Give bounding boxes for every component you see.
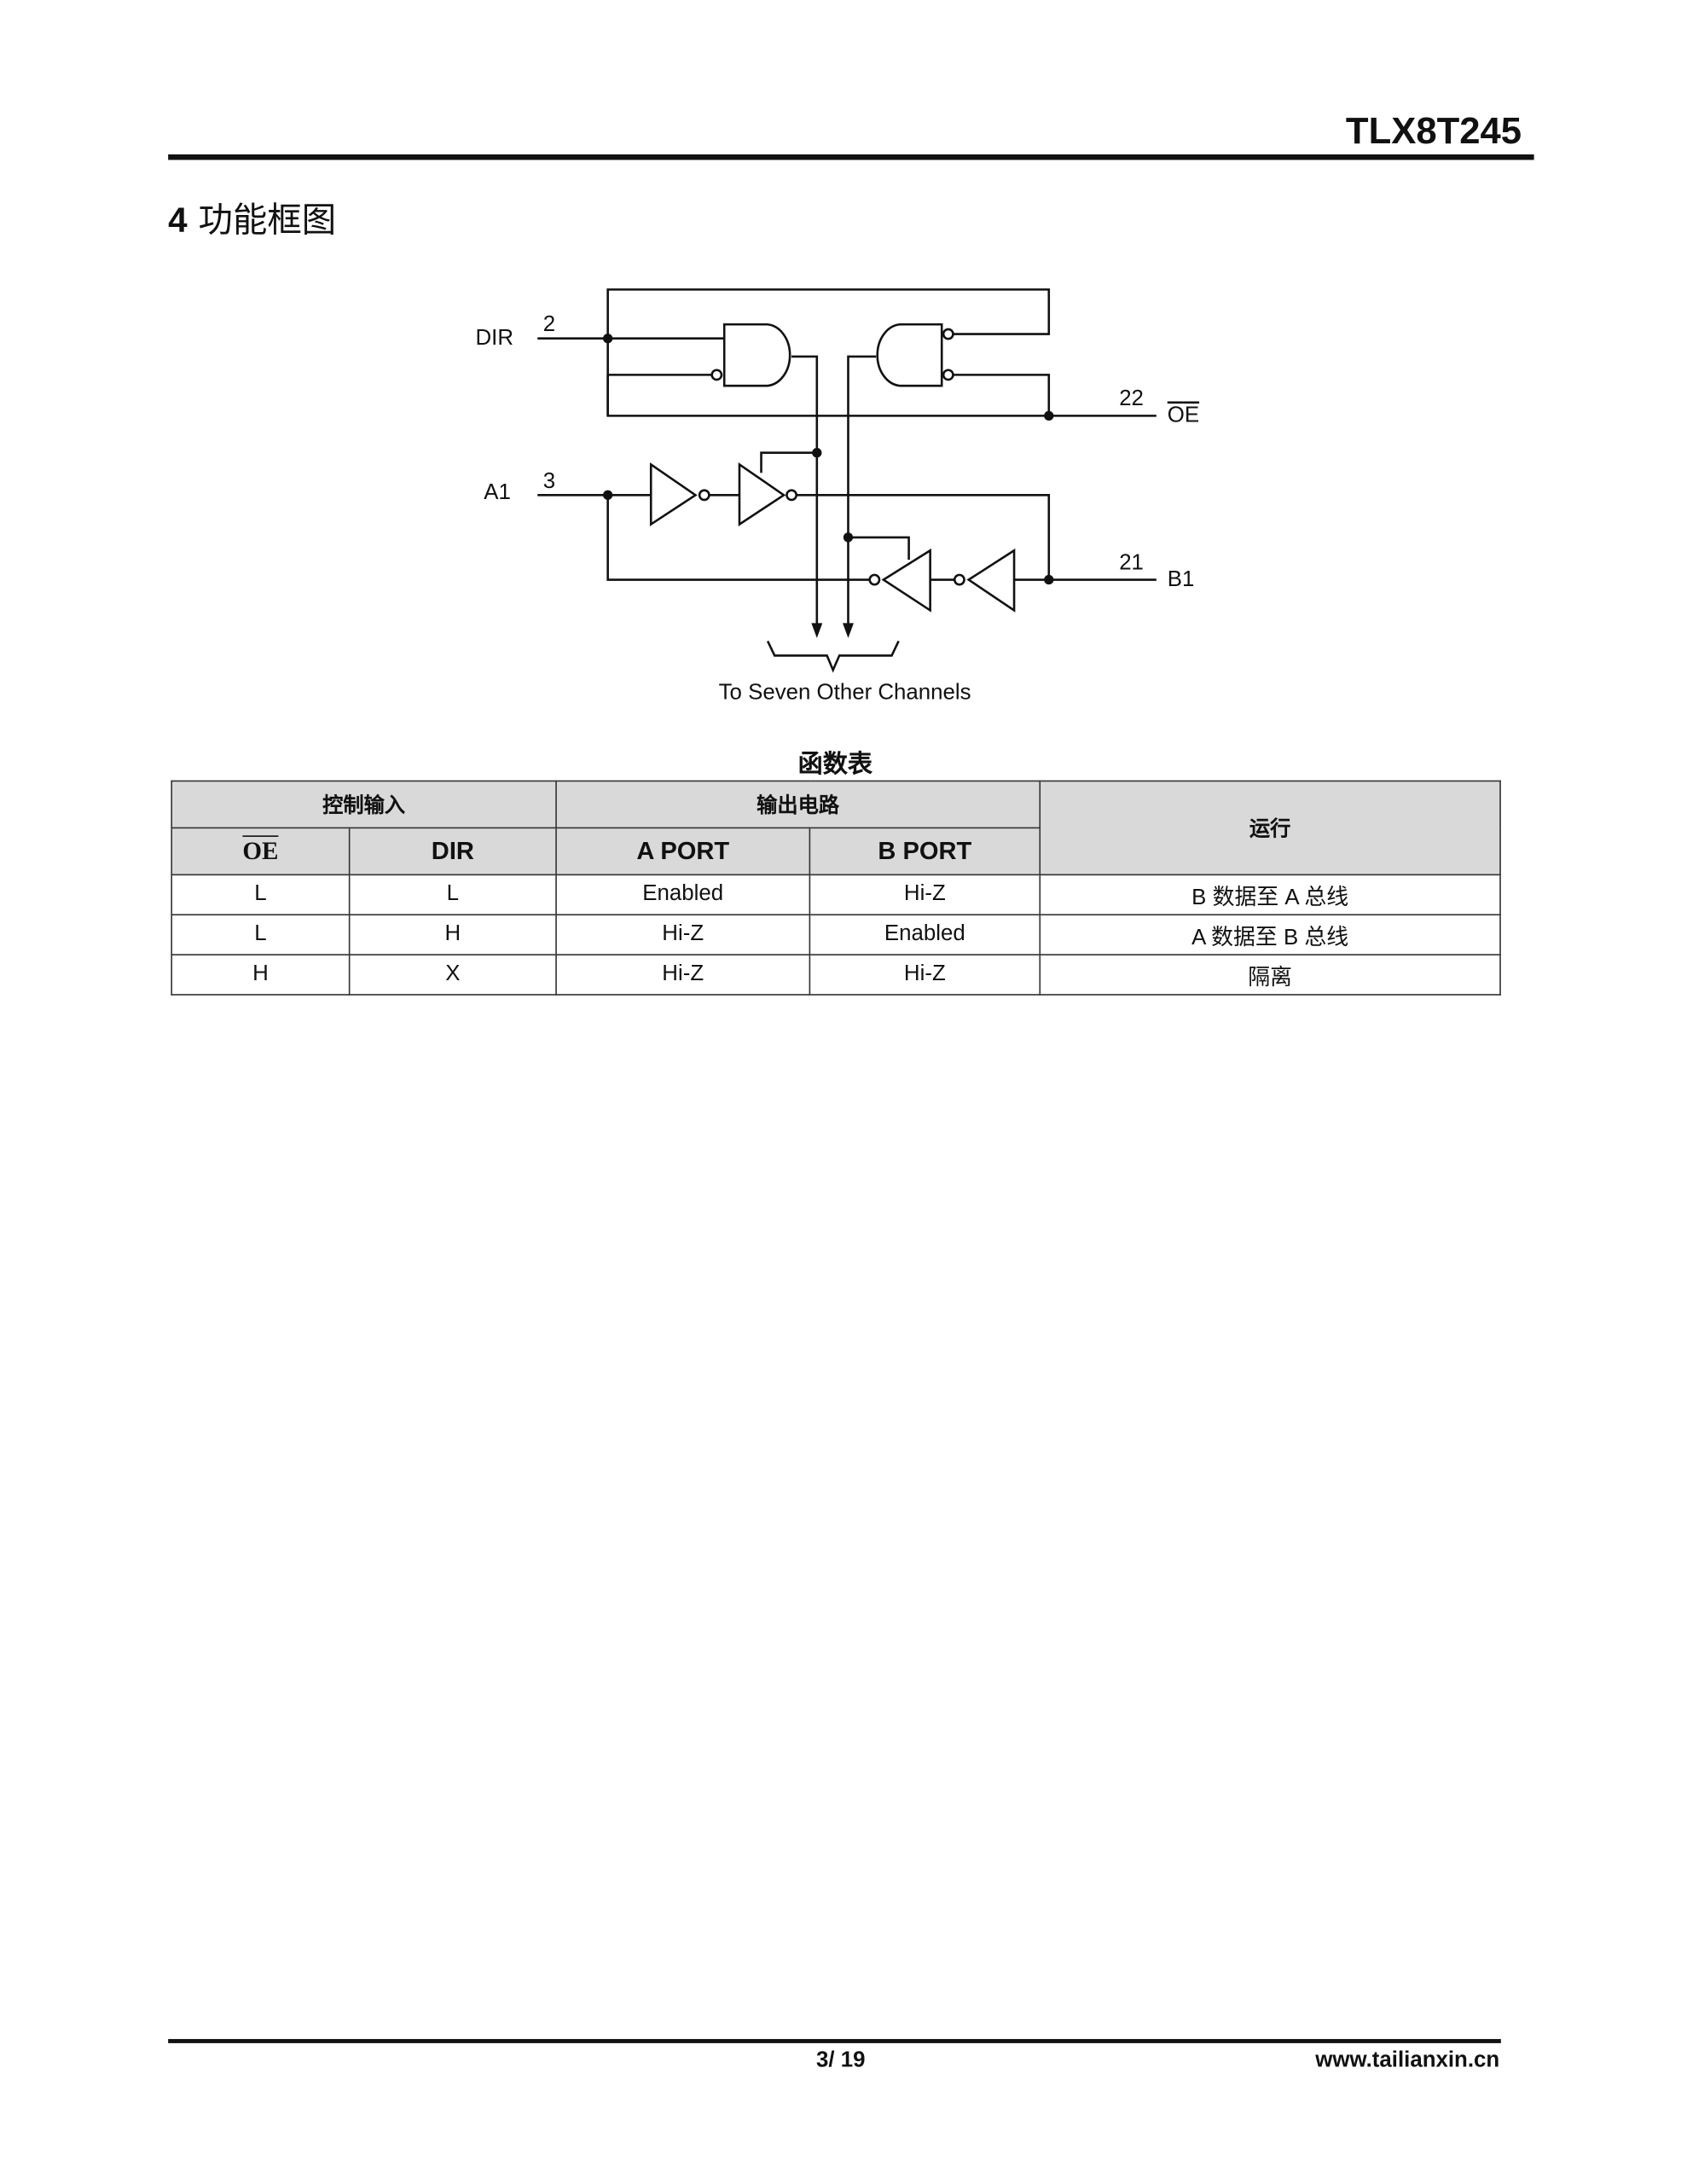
pin-number-b1: 21: [1119, 550, 1144, 574]
website-link[interactable]: www.tailianxin.cn: [1315, 2048, 1500, 2072]
cell-a-port: Enabled: [555, 874, 811, 916]
channels-note: To Seven Other Channels: [719, 680, 971, 704]
cell-dir: X: [348, 954, 557, 996]
table-group-header-row: 控制输入 输出电路 运行: [171, 780, 1501, 876]
table-row: H X Hi-Z Hi-Z 隔离: [171, 954, 1501, 996]
page-number: 3/ 19: [816, 2048, 866, 2072]
cell-b-port: Enabled: [809, 914, 1041, 956]
header-dir: DIR: [348, 827, 557, 876]
cell-oe: L: [171, 874, 351, 916]
document-title: TLX8T245: [1345, 110, 1522, 152]
table-header-row: OE DIR A PORT B PORT: [171, 827, 1500, 876]
and-gate-2: [876, 322, 954, 387]
cell-dir: H: [348, 914, 557, 956]
wires: [537, 288, 1157, 673]
cell-dir: L: [348, 874, 557, 916]
functional-block-diagram: DIR 2 A1 3 OE 22 B1 21 To Seven Other Ch…: [476, 288, 1200, 704]
header-rule: [168, 154, 1534, 160]
cell-oe: L: [171, 914, 351, 956]
arrow-down-icon: [811, 623, 823, 638]
cell-b-port: Hi-Z: [809, 954, 1041, 996]
cell-operation: A 数据至 B 总线: [1039, 914, 1501, 956]
header-control-inputs: 控制输入: [171, 780, 557, 829]
cell-oe: H: [171, 954, 351, 996]
header-operation: 运行: [1039, 780, 1501, 876]
function-table: 控制输入 输出电路 运行 OE DIR A PORT B PORT L L En…: [171, 780, 1501, 996]
pin-number-a1: 3: [543, 469, 555, 493]
pin-name-b1: B1: [1168, 567, 1195, 591]
footer-rule: [168, 2039, 1501, 2043]
cell-b-port: Hi-Z: [809, 874, 1041, 916]
section-title: 功能框图: [198, 200, 337, 241]
header-output-circuit: 输出电路: [555, 780, 1041, 829]
pin-name-oe: OE: [1168, 403, 1199, 427]
cell-a-port: Hi-Z: [555, 914, 811, 956]
section-number: 4: [168, 200, 188, 241]
inversion-bubble: [710, 369, 723, 381]
pin-number-dir: 2: [543, 312, 555, 336]
pin-name-dir: DIR: [476, 326, 514, 350]
cell-a-port: Hi-Z: [555, 954, 811, 996]
inversion-bubble: [942, 369, 954, 381]
table-row: L L Enabled Hi-Z B 数据至 A 总线: [171, 874, 1501, 916]
pin-labels: DIR 2 A1 3 OE 22 B1 21 To Seven Other Ch…: [476, 312, 1200, 704]
header-oe: OE: [171, 827, 351, 876]
pin-name-a1: A1: [484, 480, 511, 504]
arrow-down-icon: [843, 623, 854, 638]
inversion-bubble: [942, 328, 954, 340]
junction-dots: [603, 334, 1054, 638]
header-a-port: A PORT: [555, 827, 811, 876]
cell-operation: 隔离: [1039, 954, 1501, 996]
table-caption: 函数表: [797, 750, 872, 778]
and-gate-1: [710, 322, 791, 387]
header-b-port: B PORT: [809, 827, 1041, 876]
table-row: L H Hi-Z Enabled A 数据至 B 总线: [171, 914, 1501, 956]
cell-operation: B 数据至 A 总线: [1039, 874, 1501, 916]
pin-number-oe: 22: [1119, 386, 1144, 410]
inverter-buffers: [649, 462, 1016, 613]
